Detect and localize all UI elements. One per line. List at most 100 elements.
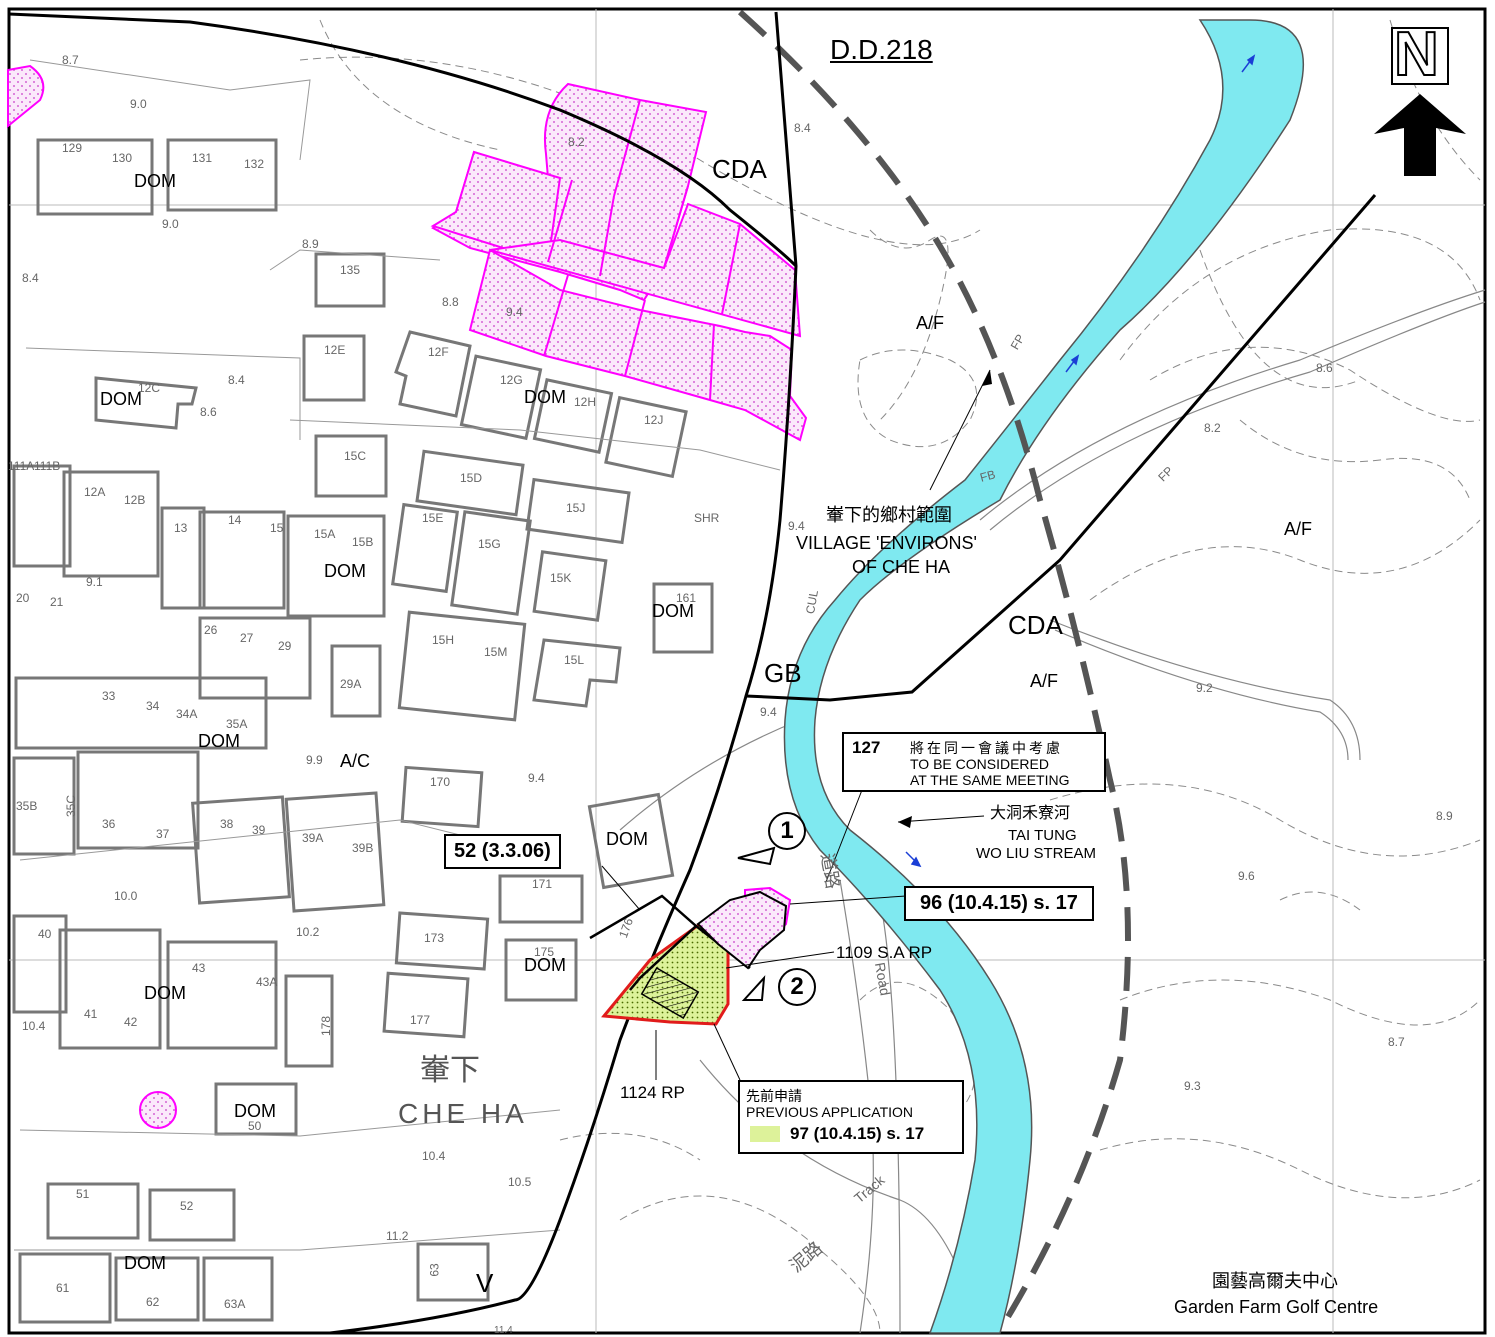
app-127-en-1: TO BE CONSIDERED bbox=[910, 756, 1049, 772]
house-number: 175 bbox=[534, 945, 555, 959]
spot-height: 8.4 bbox=[794, 121, 811, 135]
house-number: 37 bbox=[156, 827, 170, 841]
zone-ac: A/C bbox=[340, 751, 371, 771]
house-number: 34A bbox=[176, 707, 198, 721]
house-number: 35C bbox=[64, 794, 79, 818]
zoning-boundaries bbox=[8, 11, 1377, 1335]
house-number: 135 bbox=[340, 263, 361, 277]
zone-af-3: A/F bbox=[1030, 671, 1059, 691]
spot-height: 10.5 bbox=[508, 1175, 532, 1189]
house-number: 52 bbox=[180, 1199, 194, 1213]
north-label: N bbox=[1393, 20, 1440, 89]
house-number: 132 bbox=[244, 157, 265, 171]
spot-height: 11.4 bbox=[494, 1325, 513, 1336]
village-name-en: CHE HA bbox=[398, 1098, 528, 1129]
house-number: 63A bbox=[224, 1297, 246, 1311]
dom-label: DOM bbox=[124, 1253, 166, 1273]
spot-height: 10.4 bbox=[422, 1149, 446, 1163]
stream-channel bbox=[783, 19, 1305, 1334]
village-name-zh: 輋下 bbox=[420, 1054, 480, 1087]
village-environs-en-1: VILLAGE 'ENVIRONS' bbox=[796, 533, 977, 553]
house-number: 42 bbox=[124, 1015, 138, 1029]
stream-zh: 大洞禾寮河 bbox=[990, 805, 1071, 822]
house-number: 39A bbox=[302, 831, 324, 845]
spot-height: 9.4 bbox=[528, 771, 545, 785]
house-number: 12H bbox=[574, 395, 597, 409]
spot-height: 9.4 bbox=[788, 519, 805, 533]
golf-en: Garden Farm Golf Centre bbox=[1174, 1297, 1379, 1317]
spot-height: 9.2 bbox=[1196, 681, 1213, 695]
house-number: 39 bbox=[252, 823, 266, 837]
house-number: 43 bbox=[192, 961, 206, 975]
zone-cda-top: CDA bbox=[712, 154, 767, 184]
spot-height: 9.0 bbox=[162, 217, 179, 231]
spot-height: 8.7 bbox=[1388, 1035, 1405, 1049]
house-number: 12A bbox=[84, 485, 106, 499]
house-number: 15C bbox=[344, 449, 367, 463]
house-number: 63 bbox=[427, 1263, 442, 1277]
spot-height: 9.3 bbox=[1184, 1079, 1201, 1093]
property-lines bbox=[14, 59, 781, 1251]
dom-label: DOM bbox=[652, 601, 694, 621]
zone-cda-right: CDA bbox=[1008, 610, 1063, 640]
house-number: 111B bbox=[34, 459, 61, 473]
zone-af-2: A/F bbox=[1284, 519, 1313, 539]
app-127-en-2: AT THE SAME MEETING bbox=[910, 772, 1070, 788]
house-number: 14 bbox=[228, 513, 242, 527]
house-number: 130 bbox=[112, 151, 133, 165]
spot-height: 9.9 bbox=[306, 753, 323, 767]
zone-gb: GB bbox=[764, 658, 802, 688]
prev-en: PREVIOUS APPLICATION bbox=[746, 1104, 914, 1120]
house-number: 35A bbox=[226, 717, 248, 731]
house-number: 27 bbox=[240, 631, 254, 645]
spot-height: 10.2 bbox=[296, 925, 320, 939]
house-number: 43A bbox=[256, 975, 278, 989]
house-number: 15E bbox=[422, 511, 444, 525]
house-number: 111A bbox=[8, 459, 35, 473]
village-environs-en-2: OF CHE HA bbox=[852, 557, 951, 577]
house-number: 15M bbox=[484, 645, 508, 659]
house-number: 12C bbox=[138, 381, 161, 395]
house-number: 12E bbox=[324, 343, 346, 357]
dom-label: DOM bbox=[144, 983, 186, 1003]
house-number: 15G bbox=[478, 537, 501, 551]
house-number: 40 bbox=[38, 927, 52, 941]
dom-label: DOM bbox=[524, 387, 566, 407]
spot-height: 8.9 bbox=[1436, 809, 1453, 823]
house-number: 12B bbox=[124, 493, 146, 507]
fb-label: FB bbox=[978, 467, 997, 485]
application-127-box: 127 將在同一會議中考慮 TO BE CONSIDERED AT THE SA… bbox=[842, 732, 1106, 792]
zone-af-1: A/F bbox=[916, 313, 945, 333]
spot-height: 10.0 bbox=[114, 889, 138, 903]
house-number: 15H bbox=[432, 633, 455, 647]
house-number: 20 bbox=[16, 591, 30, 605]
house-number: 161 bbox=[676, 591, 697, 605]
spot-height: 11.2 bbox=[386, 1229, 409, 1243]
house-number: 170 bbox=[430, 775, 451, 789]
house-number: 62 bbox=[146, 1295, 160, 1309]
zone-v: V bbox=[476, 1268, 494, 1298]
prev-legend-swatch bbox=[750, 1126, 780, 1142]
stream-en-1: TAI TUNG bbox=[1008, 827, 1077, 844]
house-number: 38 bbox=[220, 817, 234, 831]
house-number: 12J bbox=[644, 413, 664, 427]
lot-1109: 1109 S.A RP bbox=[836, 943, 933, 962]
dom-label: DOM bbox=[524, 955, 566, 975]
stream-en-2: WO LIU STREAM bbox=[976, 845, 1097, 862]
house-number: 15A bbox=[314, 527, 336, 541]
house-number: 177 bbox=[410, 1013, 431, 1027]
house-number: 36 bbox=[102, 817, 116, 831]
spot-height: 8.7 bbox=[62, 53, 79, 67]
golf-zh: 園藝高爾夫中心 bbox=[1212, 1271, 1338, 1291]
building-outlines bbox=[12, 138, 714, 1324]
lot-title: D.D.218 bbox=[830, 34, 933, 65]
house-number: 15L bbox=[564, 653, 585, 667]
spot-height: 8.8 bbox=[442, 295, 459, 309]
dom-label: DOM bbox=[606, 829, 648, 849]
dom-label: DOM bbox=[234, 1101, 276, 1121]
spot-height: 8.2 bbox=[568, 135, 585, 149]
house-number: 12G bbox=[500, 373, 523, 387]
application-52-box: 52 (3.3.06) bbox=[444, 834, 561, 869]
app-127-number: 127 bbox=[852, 738, 881, 757]
dom-label: DOM bbox=[134, 171, 176, 191]
